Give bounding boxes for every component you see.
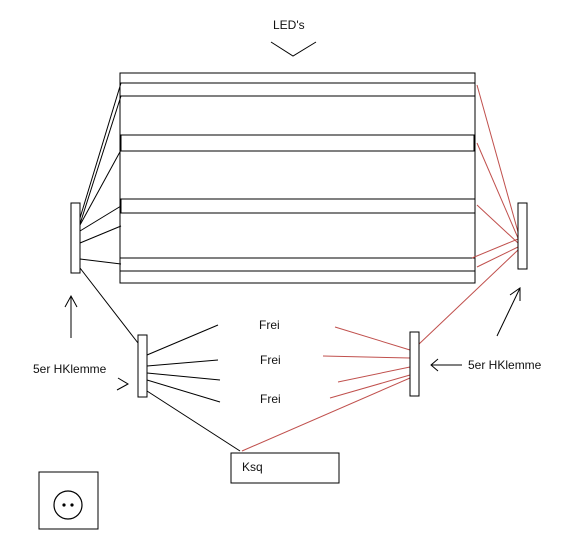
red-wire [476,246,519,268]
red-wire [471,238,519,259]
red-wires-right [241,84,519,452]
black-wire [79,225,122,244]
free-label-1: Frei [259,318,280,332]
red-wire [417,249,519,346]
red-wire [337,366,411,383]
clamp-left-label: 5er HKlemme [33,362,107,376]
led-strips [120,82,475,272]
terminal-block-left-bottom [137,334,148,398]
black-wire [146,379,221,403]
black-wire [79,149,122,226]
terminal-block-right-bottom [409,331,420,397]
arrow-to-left-clamp [116,377,130,391]
red-wire [334,326,411,351]
red-wire [476,84,519,233]
black-wire [79,95,122,225]
black-wire [146,390,241,452]
red-wire [476,204,519,244]
black-wire [146,359,219,367]
led-panel [119,72,476,284]
up-arrow-left [64,294,78,338]
black-wire [79,258,122,265]
led-pointer-arrow [270,41,317,57]
black-wire [79,82,122,219]
black-wires-free [146,324,221,403]
red-wire [241,377,411,452]
clamp-right-label: 5er HKlemme [468,358,542,372]
black-wires-left [79,82,241,452]
red-wire [329,374,411,399]
black-wire [79,205,122,232]
leds-label: LED's [273,18,305,32]
arrow-to-right-clamp [430,358,462,372]
terminal-block-right-top [517,202,528,270]
black-wire [146,324,219,356]
red-wire [322,355,411,359]
free-label-3: Frei [260,392,281,406]
black-wire [146,372,221,381]
up-arrow-right [496,287,521,337]
red-wire [476,142,519,239]
ksq-label: Ksq [242,460,263,474]
terminal-block-left-top [70,202,81,274]
power-socket-icon [38,471,99,530]
black-wire [79,267,139,344]
free-label-2: Frei [260,353,281,367]
ksq-box [230,452,340,484]
